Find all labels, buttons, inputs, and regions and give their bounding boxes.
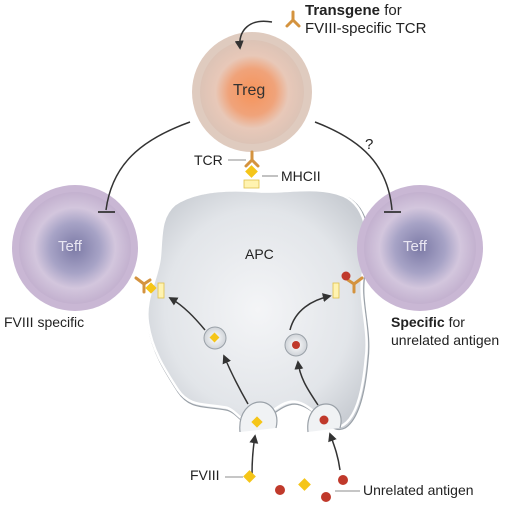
teff-left-label: Teff <box>58 238 82 255</box>
teff-right-tcr-receptor <box>346 276 364 294</box>
free-fviii-antigen-1 <box>243 470 256 483</box>
treg-label: Treg <box>233 82 266 99</box>
free-unrelated-antigen-3 <box>338 475 348 485</box>
apc-mhcii-right <box>332 282 340 299</box>
arrow-unrelated-uptake-to-vesicle <box>294 360 319 406</box>
transgene-label-line2: FVIII-specific TCR <box>305 20 427 37</box>
inhibition-arc-right <box>314 121 393 211</box>
specific-label: Specific for <box>391 314 465 330</box>
arrow-fviii-vesicle-to-surface <box>168 297 206 331</box>
transgene-label-rest: for <box>380 2 402 19</box>
mhcii-label: MHCII <box>281 168 321 184</box>
specific-label-bold: Specific <box>391 314 445 330</box>
teff-left-tcr-receptor <box>134 276 152 294</box>
vesicle-fviii-mid-antigen <box>209 332 220 343</box>
teff-left-cell <box>19 192 131 304</box>
fviii-specific-label: FVIII specific <box>4 314 85 330</box>
teff-left-fviii-peptide <box>145 282 157 294</box>
uptake-fviii-antigen <box>251 416 263 428</box>
transgene-tcr-icon <box>285 10 301 28</box>
uptake-unrelated-antigen <box>319 415 329 425</box>
inhibition-arc-left <box>105 121 191 211</box>
apc-mhcii-top <box>243 179 260 189</box>
question-mark-label: ? <box>365 136 374 153</box>
transgene-label: Transgene for <box>305 2 402 19</box>
uptake-pocket-fviii <box>239 401 278 433</box>
apc-mhcii-left <box>157 282 165 299</box>
teff-right-cell <box>364 192 476 304</box>
teff-right-label: Teff <box>403 238 427 255</box>
vesicle-unrelated-mid-antigen <box>292 341 300 349</box>
specific-label-rest: for <box>444 314 465 330</box>
transgene-label-bold: Transgene <box>305 2 381 19</box>
transgene-arrow <box>234 20 273 50</box>
free-unrelated-antigen-2 <box>321 492 331 502</box>
arrow-unrelated-vesicle-to-surface <box>289 293 332 331</box>
arrow-unrelated-external-to-uptake <box>328 432 341 471</box>
teff-right-unrelated-peptide <box>341 271 351 281</box>
arrow-fviii-uptake-to-vesicle <box>222 354 249 405</box>
free-unrelated-antigen-1 <box>275 485 285 495</box>
unrelated-antigen-label: Unrelated antigen <box>363 482 474 498</box>
arrow-fviii-external-to-uptake <box>249 434 259 476</box>
treg-cell <box>200 40 304 144</box>
treg-tcr-receptor <box>244 150 260 168</box>
fviii-label: FVIII <box>190 467 220 483</box>
tcr-label: TCR <box>194 152 223 168</box>
apc-label: APC <box>245 246 274 262</box>
specific-label-line2: unrelated antigen <box>391 332 500 348</box>
treg-fviii-peptide <box>245 165 258 178</box>
free-fviii-antigen-2 <box>298 478 311 491</box>
